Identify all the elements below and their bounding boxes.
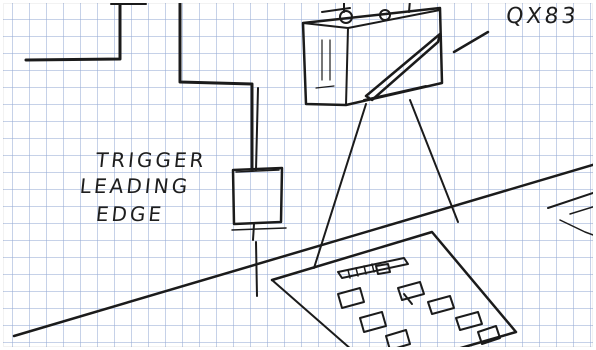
camera-label-leader xyxy=(454,32,488,52)
signal-trace-left xyxy=(26,0,258,170)
trigger-label-line-3: EDGE xyxy=(95,204,165,224)
trigger-sensor-box xyxy=(232,168,286,296)
trigger-label-line-2: LEADING xyxy=(79,176,191,196)
trigger-label-line-1: TRIGGER xyxy=(95,150,208,170)
field-of-view-lines xyxy=(314,100,458,268)
camera-lens xyxy=(364,34,440,100)
camera-model-label: QX83 xyxy=(505,6,580,28)
